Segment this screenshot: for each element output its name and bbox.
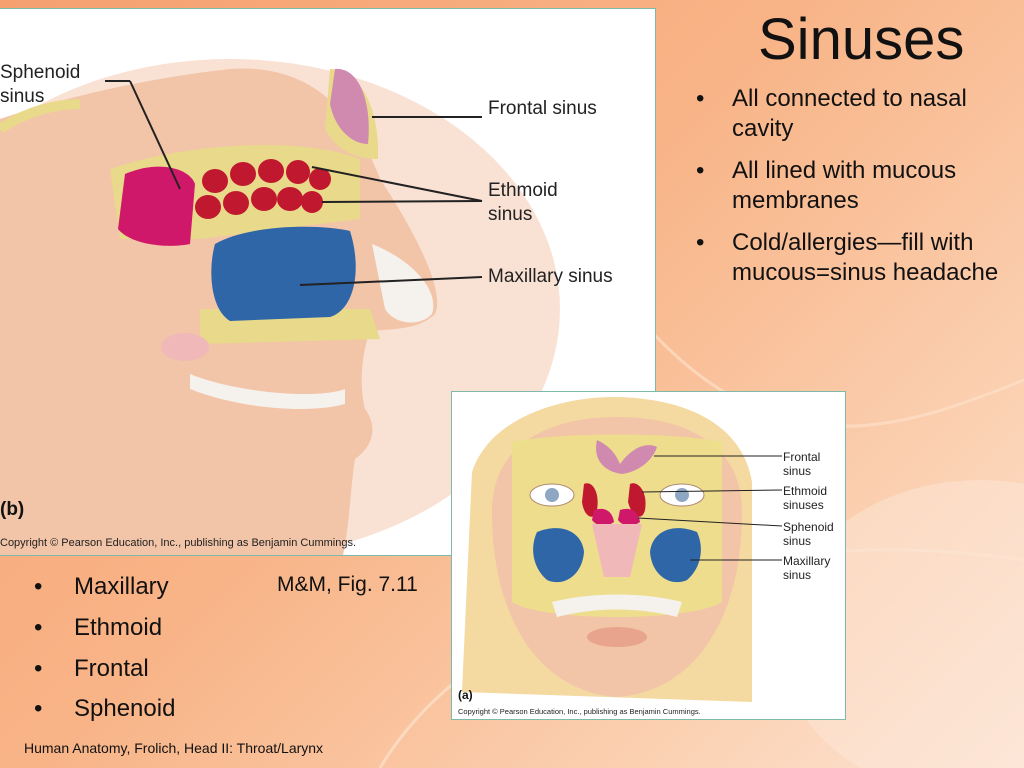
label-line: sinus: [488, 204, 533, 225]
label-line: sinus: [783, 464, 812, 478]
label-line: Maxillary: [783, 554, 831, 568]
figure-reference: M&M, Fig. 7.11: [277, 573, 418, 596]
label-line: Ethmoid: [488, 180, 558, 201]
label-frontal-sinus: Frontal sinus: [488, 98, 597, 119]
label-line: Sphenoid: [0, 62, 81, 83]
copyright-text: Copyright © Pearson Education, Inc., pub…: [0, 537, 357, 549]
figure-lateral-sinuses: Sphenoid sinus Frontal sinus Ethmoid sin…: [0, 8, 656, 556]
sinus-list: Maxillary Ethmoid Frontal Sphenoid: [34, 567, 175, 730]
label-line: sinus: [0, 86, 45, 107]
key-points-list: All connected to nasal cavity All lined …: [690, 84, 1015, 300]
label-ethmoid-sinuses: Ethmoid sinuses: [783, 484, 827, 512]
sinus-list-item: Ethmoid: [34, 608, 175, 649]
label-line: sinus: [783, 568, 812, 582]
label-sphenoid-sinus: Sphenoid sinus: [783, 520, 834, 548]
key-point: All connected to nasal cavity: [690, 84, 1015, 144]
panel-letter: (b): [0, 499, 25, 520]
ethmoid-cells: [195, 159, 331, 219]
key-point: Cold/allergies—fill with mucous=sinus he…: [690, 228, 1015, 288]
label-sphenoid-sinus: Sphenoid sinus: [0, 61, 80, 109]
lateral-skull-illustration: [0, 59, 560, 555]
label-line: sinus: [783, 534, 812, 548]
slide-title: Sinuses: [758, 7, 965, 72]
frontal-face-illustration: [462, 397, 783, 702]
label-frontal-sinus: Frontal sinus: [783, 450, 820, 478]
sinus-list-item: Frontal: [34, 649, 175, 690]
copyright-text: Copyright © Pearson Education, Inc., pub…: [458, 707, 701, 716]
figure-frontal-sinuses: Frontal sinus Ethmoid sinuses Sphenoid s…: [451, 391, 846, 720]
label-line: Frontal: [783, 450, 821, 464]
sinus-list-item: Maxillary: [34, 567, 175, 608]
key-point: All lined with mucous membranes: [690, 156, 1015, 216]
slide-footer: Human Anatomy, Frolich, Head II: Throat/…: [24, 740, 324, 756]
label-line: sinuses: [783, 498, 824, 512]
panel-letter: (a): [458, 688, 473, 702]
label-maxillary-sinus: Maxillary sinus: [783, 554, 830, 582]
label-maxillary-sinus: Maxillary sinus: [488, 266, 613, 287]
label-line: Ethmoid: [783, 484, 828, 498]
label-ethmoid-sinus: Ethmoid sinus: [488, 179, 558, 227]
sinus-list-item: Sphenoid: [34, 689, 175, 730]
label-line: Sphenoid: [783, 520, 834, 534]
